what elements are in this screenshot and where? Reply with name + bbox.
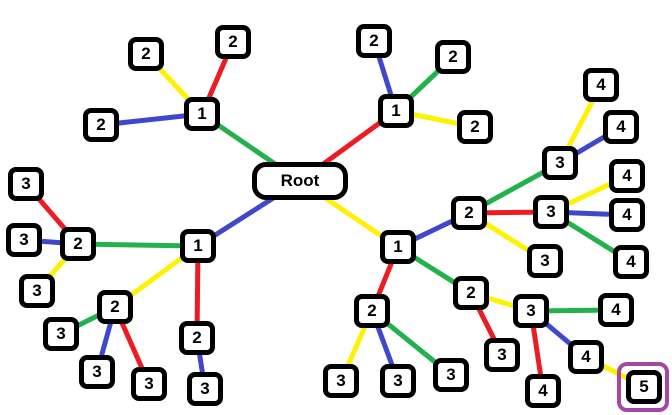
tree-node: 5 <box>626 370 662 404</box>
tree-node: 2 <box>128 37 164 71</box>
tree-node: 1 <box>378 94 414 128</box>
tree-node: 3 <box>533 195 569 229</box>
tree-node: 3 <box>19 274 55 308</box>
tree-node: 4 <box>568 340 604 374</box>
tree-node: 2 <box>453 276 489 310</box>
tree-node: 2 <box>179 321 215 355</box>
tree-node: 3 <box>513 294 549 328</box>
tree-node: 2 <box>457 110 493 144</box>
tree-node: 4 <box>525 374 561 408</box>
green-edge <box>77 241 199 249</box>
tree-node: 3 <box>79 355 115 389</box>
tree-node: 3 <box>484 338 520 372</box>
tree-node: 3 <box>187 372 223 406</box>
tree-node: 1 <box>180 229 216 263</box>
tree-node: 2 <box>354 294 390 328</box>
tree-node: 4 <box>583 68 619 102</box>
tree-node: 3 <box>527 244 563 278</box>
tree-node: 3 <box>323 364 359 398</box>
tree-node: 2 <box>60 227 96 261</box>
tree-node: 4 <box>609 198 645 232</box>
tree-node: 3 <box>43 317 79 351</box>
tree-node: 3 <box>8 167 44 201</box>
tree-node: 3 <box>6 223 42 257</box>
tree-node: 4 <box>603 110 639 144</box>
root-node: Root <box>252 162 348 200</box>
tree-node: 2 <box>97 290 133 324</box>
tree-node: 3 <box>380 364 416 398</box>
tree-node: 3 <box>131 367 167 401</box>
tree-node: 4 <box>609 159 645 193</box>
tree-node: 2 <box>356 24 392 58</box>
highlight-frame <box>617 362 669 412</box>
tree-node: 1 <box>380 230 416 264</box>
tree-node: 1 <box>184 97 220 131</box>
tree-node: 2 <box>435 40 471 74</box>
tree-node: 3 <box>433 358 469 392</box>
tree-node: 2 <box>451 196 487 230</box>
tree-node: 4 <box>598 293 634 327</box>
tree-node: 2 <box>83 108 119 142</box>
tree-node: 4 <box>613 245 649 279</box>
tree-node: 2 <box>215 25 251 59</box>
tree-node: 3 <box>542 146 578 180</box>
